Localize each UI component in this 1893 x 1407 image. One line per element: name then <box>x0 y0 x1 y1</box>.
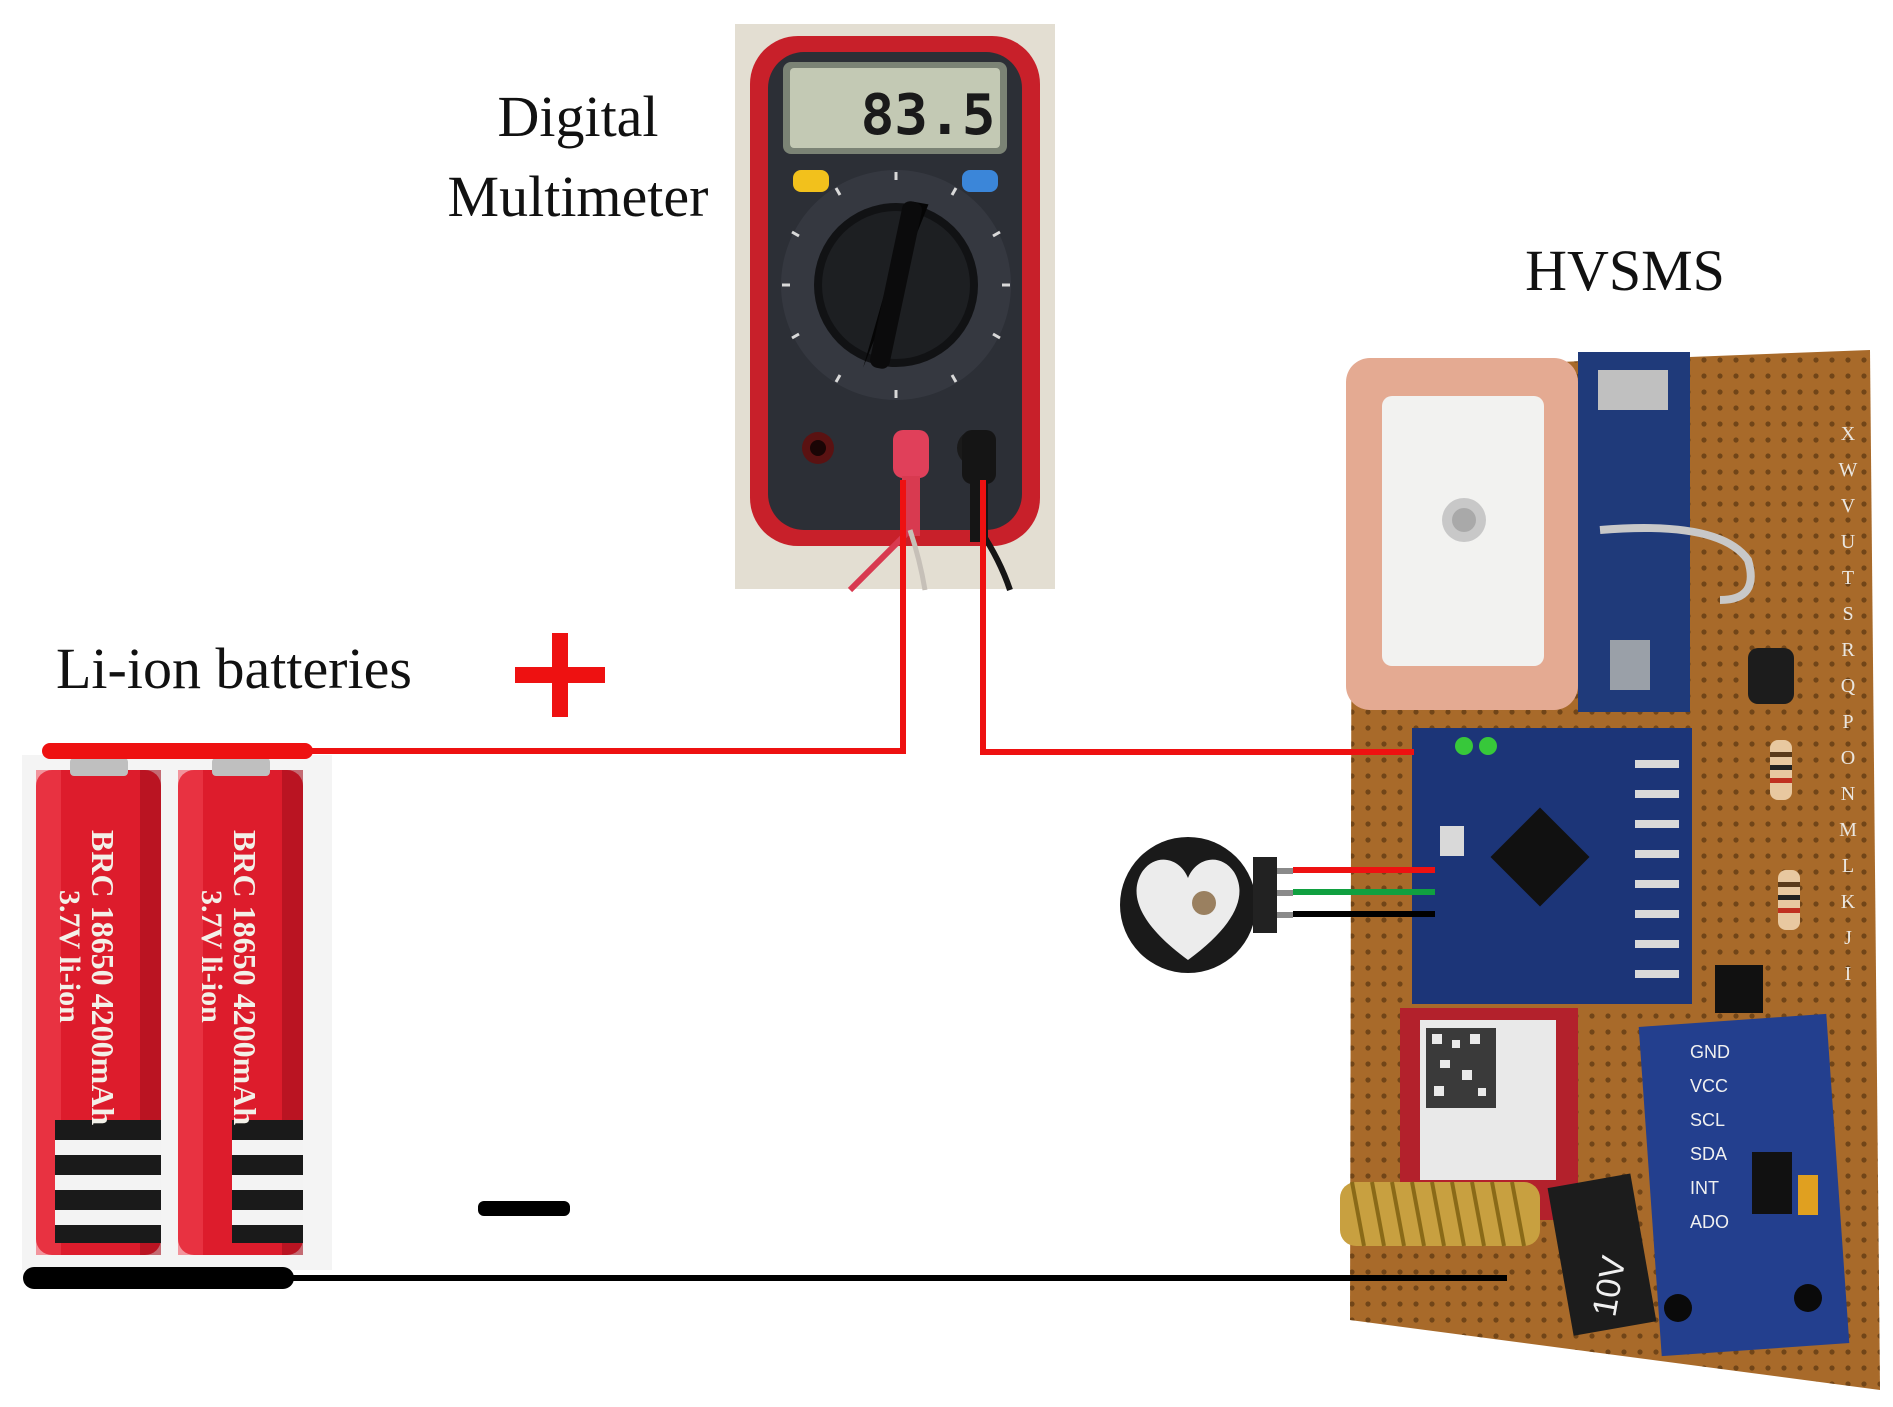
resistor-2 <box>1778 870 1800 930</box>
svg-text:I: I <box>1845 963 1852 985</box>
voltage-regulator <box>1748 648 1794 704</box>
battery-cell-2: BRC 18650 4200mAh 3.7V li-ion <box>178 758 303 1255</box>
hold-button <box>793 170 829 192</box>
black-probe-plug <box>962 430 996 484</box>
svg-text:S: S <box>1842 603 1853 625</box>
heart-rate-sensor <box>1120 837 1293 973</box>
svg-text:M: M <box>1839 819 1857 841</box>
regulator-board <box>1547 1173 1657 1336</box>
svg-text:J: J <box>1844 927 1852 949</box>
li-ion-batteries: BRC 18650 4200mAh 3.7V li-ion BRC 18650 … <box>22 755 332 1270</box>
transistor <box>1715 965 1763 1013</box>
negative-terminal-symbol <box>478 1201 570 1216</box>
wiring <box>23 480 1507 1289</box>
svg-text:O: O <box>1841 747 1855 769</box>
positive-terminal-symbol <box>515 633 605 717</box>
lcd-reading: 83.5 <box>861 83 996 148</box>
battery-1-voltage: 3.7V li-ion <box>53 890 86 1023</box>
battery-2-spec: BRC 18650 4200mAh <box>227 830 263 1125</box>
backlight-button <box>962 170 998 192</box>
device-label: HVSMS <box>1525 238 1725 303</box>
gsm-spring-antenna <box>1340 1181 1540 1247</box>
svg-text:R: R <box>1841 639 1855 661</box>
perfboard-letter-column: X W V U T S R Q P O N M L K J I <box>1839 423 1858 985</box>
svg-text:ADO: ADO <box>1690 1212 1729 1232</box>
gyroscope-pin-labels: GND VCC SCL SDA INT ADO <box>1690 1042 1730 1232</box>
svg-text:X: X <box>1841 423 1856 445</box>
svg-text:VCC: VCC <box>1690 1076 1728 1096</box>
microcontroller-chip <box>1490 807 1590 907</box>
battery-2-voltage: 3.7V li-ion <box>195 890 228 1023</box>
red-probe-plug <box>893 430 929 478</box>
svg-text:SDA: SDA <box>1690 1144 1727 1164</box>
svg-text:SCL: SCL <box>1690 1110 1725 1130</box>
reset-button <box>1440 826 1464 856</box>
batteries-label: Li-ion batteries <box>56 636 412 701</box>
battery-1-spec: BRC 18650 4200mAh <box>85 830 121 1125</box>
digital-multimeter: 83.5 <box>735 24 1055 593</box>
wire-multimeter-to-hvsms <box>980 480 1414 755</box>
multimeter-label-line2: Multimeter <box>448 164 709 229</box>
svg-text:T: T <box>1842 567 1854 589</box>
svg-text:INT: INT <box>1690 1178 1719 1198</box>
svg-text:V: V <box>1841 495 1856 517</box>
svg-text:P: P <box>1842 711 1853 733</box>
svg-text:L: L <box>1842 855 1854 877</box>
svg-text:Q: Q <box>1841 675 1856 697</box>
svg-text:N: N <box>1841 783 1855 805</box>
hvsms-device: X W V U T S R Q P O N M L K J I <box>1340 350 1880 1390</box>
resistor-1 <box>1770 740 1792 800</box>
svg-text:K: K <box>1841 891 1856 913</box>
svg-text:GND: GND <box>1690 1042 1730 1062</box>
svg-text:U: U <box>1841 531 1856 553</box>
wire-battery-to-multimeter <box>305 480 906 754</box>
svg-text:W: W <box>1839 459 1858 481</box>
multimeter-label-line1: Digital <box>497 84 658 149</box>
battery-cell-1: BRC 18650 4200mAh 3.7V li-ion <box>36 758 161 1255</box>
heart-icon <box>1136 859 1240 960</box>
gyroscope-module <box>1638 1013 1850 1357</box>
